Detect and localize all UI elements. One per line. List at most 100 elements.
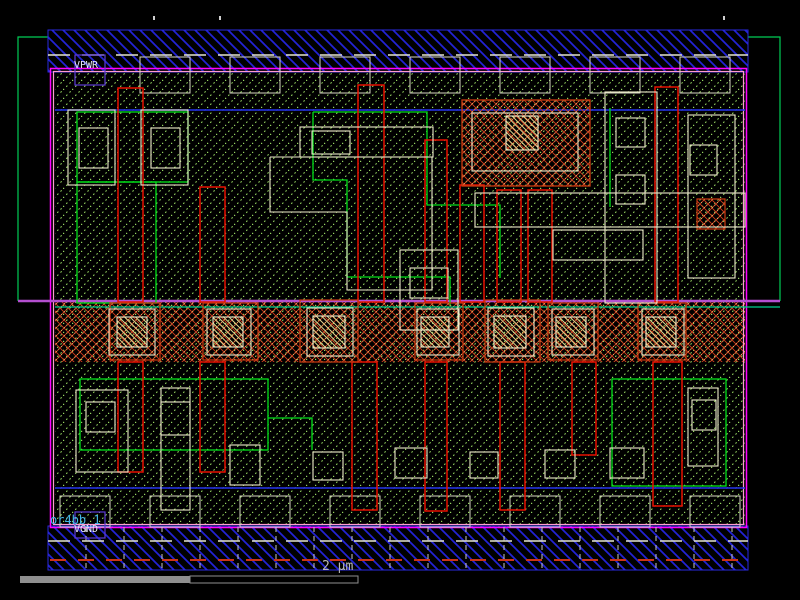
poly-gate-8[interactable]: [199, 186, 226, 303]
li-shape-10[interactable]: [687, 114, 736, 279]
ruler-tick-2[interactable]: [219, 16, 221, 20]
li-shape-6[interactable]: [311, 130, 351, 155]
diff-green-3[interactable]: [313, 111, 501, 278]
tap-box-row-top-0[interactable]: [139, 56, 191, 94]
li-outline-1[interactable]: [108, 308, 156, 356]
ntap-contact[interactable]: [505, 115, 539, 151]
cell-boundary-inner[interactable]: [52, 70, 745, 526]
poly-gate-2[interactable]: [357, 84, 385, 303]
poly-gate-10[interactable]: [199, 361, 226, 473]
contact-7[interactable]: [645, 316, 677, 348]
li-shape-14[interactable]: [604, 91, 658, 304]
li-shape-18[interactable]: [160, 387, 191, 511]
diff-green-7[interactable]: [79, 378, 269, 451]
contact-4[interactable]: [420, 316, 450, 348]
vgnd-port-label[interactable]: VGND: [74, 524, 98, 535]
nwell-outline-left[interactable]: [17, 36, 48, 301]
tap-box-row-bottom-6[interactable]: [599, 495, 651, 528]
contact-cluster-box-5[interactable]: [484, 299, 541, 363]
tap-box-row-top-5[interactable]: [589, 56, 641, 94]
li-outline-7[interactable]: [641, 308, 685, 356]
li-shape-1[interactable]: [67, 109, 116, 186]
vpwr-port-box[interactable]: [74, 54, 106, 86]
tap-box-row-top-1[interactable]: [229, 56, 281, 94]
tap-box-row-top-6[interactable]: [679, 56, 731, 94]
contact-6[interactable]: [555, 316, 587, 348]
contact-cluster-box-6[interactable]: [547, 302, 599, 361]
li-shape-17[interactable]: [85, 401, 116, 433]
cell-boundary-outer[interactable]: [49, 67, 748, 529]
li-outline-3[interactable]: [306, 307, 354, 357]
li-shape-21[interactable]: [312, 451, 344, 481]
cell-name-label[interactable]: or4bb_1: [50, 513, 101, 527]
poly-gate-5[interactable]: [496, 189, 522, 303]
diff-green-8[interactable]: [268, 417, 313, 450]
li-strap-right[interactable]: [474, 192, 746, 228]
li-shape-12[interactable]: [615, 117, 646, 148]
poly-gate-3[interactable]: [424, 139, 448, 303]
li-shape-4[interactable]: [150, 127, 181, 169]
tap-box-row-bottom-5[interactable]: [509, 495, 561, 528]
li-shape-25[interactable]: [609, 447, 645, 479]
scalebar-filled[interactable]: [20, 576, 190, 583]
li-shape-9[interactable]: [409, 267, 449, 299]
contact-cluster-box-3[interactable]: [299, 299, 359, 363]
poly-gate-14[interactable]: [571, 361, 597, 456]
li-shape-19[interactable]: [160, 401, 191, 436]
contact-cluster-box-2[interactable]: [202, 302, 259, 361]
contact-5[interactable]: [493, 315, 527, 349]
vpwr-rail[interactable]: [47, 29, 749, 73]
tap-contact-right[interactable]: [696, 198, 726, 230]
contact-cluster-box-4[interactable]: [414, 302, 464, 361]
li-shape-23[interactable]: [469, 451, 499, 479]
poly-gate-12[interactable]: [424, 361, 448, 512]
li-shape-13[interactable]: [615, 174, 646, 205]
li-shape-15[interactable]: [552, 229, 644, 261]
tap-box-row-bottom-1[interactable]: [149, 495, 201, 528]
contact-cluster-box-1[interactable]: [109, 302, 161, 361]
li-outline-5[interactable]: [487, 307, 535, 357]
ruler-tick-3[interactable]: [723, 16, 725, 20]
li-outline-2[interactable]: [206, 308, 252, 356]
li-outline-4[interactable]: [416, 308, 460, 356]
vpwr-port-label[interactable]: VPWR: [74, 60, 99, 71]
vgnd-port-box[interactable]: [74, 511, 106, 539]
tap-box-row-bottom-2[interactable]: [239, 495, 291, 528]
poly-gate-1[interactable]: [117, 87, 144, 303]
contact-cluster-box-7[interactable]: [637, 302, 687, 361]
li-shape-20[interactable]: [229, 444, 261, 486]
poly-gate-9[interactable]: [117, 361, 144, 473]
li-shape-8[interactable]: [399, 249, 459, 331]
li-shape-24[interactable]: [544, 449, 576, 479]
poly-gate-15[interactable]: [652, 361, 683, 507]
li-shape-11[interactable]: [689, 144, 718, 176]
tap-box-row-bottom-3[interactable]: [329, 495, 381, 528]
ruler-tick-1[interactable]: [153, 16, 155, 20]
diff-green-6[interactable]: [611, 378, 727, 487]
vgnd-rail[interactable]: [47, 525, 749, 571]
li-outline-6[interactable]: [551, 308, 595, 356]
li-shape-3[interactable]: [140, 109, 189, 186]
contact-3[interactable]: [312, 315, 346, 349]
contact-1[interactable]: [116, 316, 148, 348]
li-shape-22[interactable]: [394, 447, 428, 479]
li-shape-27[interactable]: [691, 399, 717, 431]
scalebar-outline[interactable]: [189, 575, 359, 584]
tap-box-row-top-2[interactable]: [319, 56, 371, 94]
li-shape-26[interactable]: [687, 387, 719, 467]
ntap-inner-li[interactable]: [471, 112, 579, 172]
tap-box-row-bottom-0[interactable]: [59, 495, 111, 528]
li-shape-16[interactable]: [75, 389, 129, 473]
nwell-outline-right[interactable]: [748, 36, 781, 301]
tap-box-row-bottom-7[interactable]: [689, 495, 741, 528]
li-shape-2[interactable]: [78, 127, 109, 169]
poly-gate-11[interactable]: [351, 361, 378, 511]
tap-box-row-bottom-4[interactable]: [419, 495, 471, 528]
poly-gate-7[interactable]: [654, 86, 679, 303]
tap-box-row-top-3[interactable]: [409, 56, 461, 94]
contact-2[interactable]: [212, 316, 244, 348]
tap-box-row-top-4[interactable]: [499, 56, 551, 94]
li-shape-7[interactable]: [269, 156, 433, 291]
